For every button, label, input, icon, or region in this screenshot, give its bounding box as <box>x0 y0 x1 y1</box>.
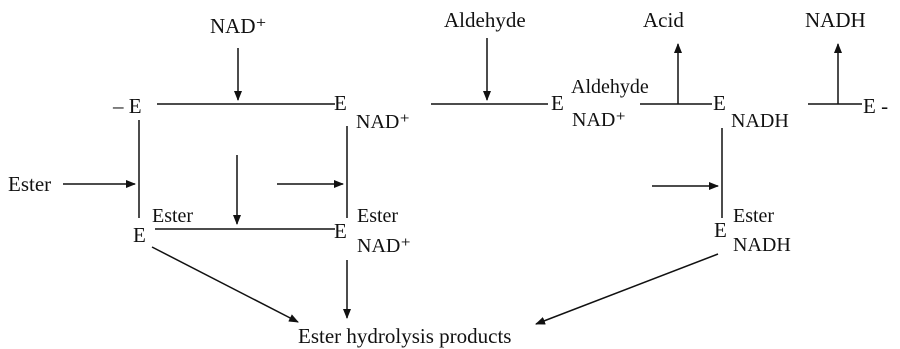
enzyme-nadh-complex: E <box>713 91 726 115</box>
enzyme-ester-nad-complex-sub: NAD⁺ <box>357 235 411 257</box>
enzyme-nad-complex: E <box>334 91 347 115</box>
nadh-product-label: NADH <box>805 8 866 32</box>
hydrolysis-arrow-from-eesternadh <box>535 253 719 325</box>
hydrolysis-arrow-from-eester <box>151 246 299 323</box>
acid-product-label: Acid <box>643 8 684 32</box>
enzyme-nad-complex-sub: NAD⁺ <box>356 111 410 133</box>
ester-substrate-label: Ester <box>8 172 51 196</box>
free-enzyme-right: E - <box>863 94 888 118</box>
enzyme-aldehyde-nad-complex: E <box>551 91 564 115</box>
ester-hydrolysis-products-label: Ester hydrolysis products <box>298 324 511 348</box>
aldehyde-substrate-label: Aldehyde <box>444 8 526 32</box>
free-enzyme-left: – E <box>112 94 142 118</box>
enzyme-ester-nadh-complex-sup: Ester <box>733 205 774 227</box>
enzyme-aldehyde-nad-complex-sub: NAD⁺ <box>572 109 626 131</box>
enzyme-ester-complex-sup: Ester <box>152 205 193 227</box>
enzyme-ester-nadh-complex: E <box>714 218 727 242</box>
enzyme-aldehyde-nad-complex-sup: Aldehyde <box>571 76 649 98</box>
enzyme-ester-nad-complex-sup: Ester <box>357 205 398 227</box>
enzyme-ester-nadh-complex-sub: NADH <box>733 234 791 256</box>
enzyme-nadh-complex-sub: NADH <box>731 110 789 132</box>
nad-plus-substrate-label: NAD⁺ <box>210 14 267 38</box>
enzyme-ester-nad-complex: E <box>334 219 347 243</box>
enzyme-ester-complex: E <box>133 223 146 247</box>
